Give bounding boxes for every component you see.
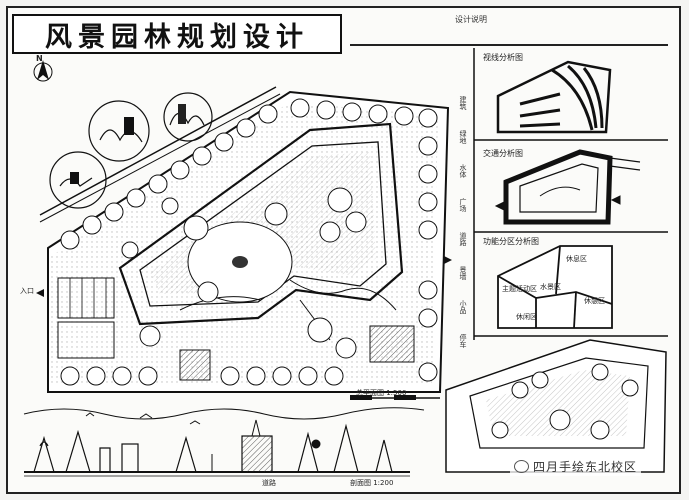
page-title: 风景园林规划设计: [45, 21, 309, 53]
side-legend-item: 停车: [459, 334, 467, 348]
entrance-label: 入口: [20, 287, 34, 295]
side-legend-item: 小品: [459, 300, 467, 314]
title-box: 风景园林规划设计: [12, 14, 342, 54]
side-legend-item: 道路: [459, 232, 467, 246]
analysis-title-sightline: 视线分析图: [483, 53, 523, 62]
watermark-text: 四月手绘东北校区: [533, 459, 638, 474]
sightline-diagram: [496, 60, 612, 134]
scale-label: 总平面图 1:500: [356, 389, 407, 397]
analysis-column: [473, 48, 668, 340]
side-legend-item: 绿地: [459, 130, 467, 144]
zone-label: 水景区: [540, 283, 561, 291]
scale-bar: [350, 395, 440, 400]
perspective-sketch: [445, 339, 667, 473]
side-legend-item: 建筑: [459, 96, 467, 110]
watermark: 四月手绘东北校区: [510, 456, 642, 476]
circulation-diagram: [494, 149, 641, 225]
tree-symbols: [60, 98, 438, 386]
site-plan: [36, 86, 452, 393]
side-legend-item: 水体: [459, 164, 467, 178]
header-tag: 设计说明: [455, 15, 487, 24]
north-arrow-icon: [33, 60, 53, 82]
road-label: 道路: [262, 479, 276, 487]
side-legend-item: 景墙: [459, 266, 467, 280]
zone-label: 主题活动区: [502, 285, 537, 293]
wechat-icon: [514, 459, 529, 473]
header-line: [350, 44, 668, 46]
north-label: N: [36, 54, 43, 63]
side-legend-item: 广场: [459, 198, 467, 212]
zoning-diagram: [497, 245, 613, 329]
section-elevation: [23, 407, 425, 477]
analysis-title-zoning: 功能分区分析图: [483, 237, 539, 246]
zone-label: 休憩区: [584, 297, 605, 305]
zone-label: 休闲区: [516, 313, 537, 321]
zone-label: 休息区: [566, 255, 587, 263]
analysis-title-circulation: 交通分析图: [483, 149, 523, 158]
section-label: 剖面图 1:200: [350, 479, 394, 487]
